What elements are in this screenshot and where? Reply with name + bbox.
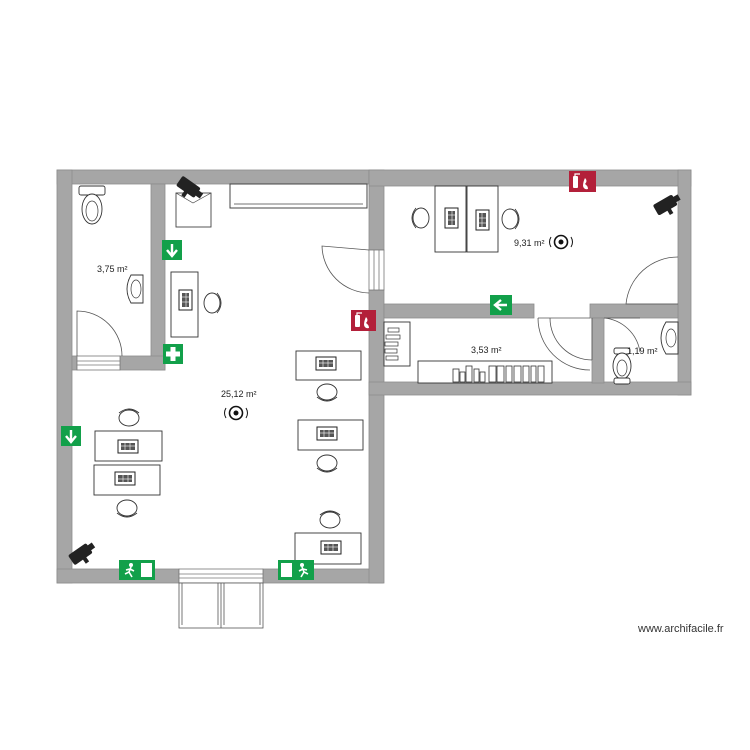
alarm-detector-icon — [548, 234, 574, 250]
chair-icon — [203, 292, 222, 314]
chair-icon — [319, 510, 341, 529]
chair-icon — [316, 454, 338, 473]
area-label-storage: 3,53 m² — [471, 345, 502, 355]
direction-arrow-icon — [490, 295, 512, 315]
area-label-wc-left: 3,75 m² — [97, 264, 128, 274]
chair-icon — [411, 207, 430, 229]
area-label-wc-right: 1,19 m² — [627, 346, 658, 356]
desk-with-laptop-icon — [94, 430, 163, 462]
area-label-office-right: 9,31 m² — [514, 238, 545, 248]
chair-icon — [118, 408, 140, 427]
radiator-icon — [229, 183, 368, 209]
toilet-icon — [78, 185, 106, 225]
desk-with-laptop-icon — [294, 532, 362, 565]
fire-extinguisher-icon — [351, 310, 376, 331]
chair-icon — [116, 499, 138, 518]
desk-with-laptop-icon — [466, 185, 499, 253]
sink-icon — [660, 321, 679, 355]
chair-icon — [316, 383, 338, 402]
bookshelf-icon — [417, 360, 553, 384]
alarm-detector-icon — [223, 405, 249, 421]
direction-arrow-icon — [160, 238, 184, 262]
desk-with-laptop-icon — [295, 350, 362, 381]
area-label-main: 25,12 m² — [221, 389, 257, 399]
desk-with-laptop-icon — [297, 419, 364, 451]
door-icon — [76, 245, 679, 629]
desk-with-laptop-icon — [434, 185, 467, 253]
camera-icon — [67, 540, 100, 570]
sink-icon — [126, 274, 144, 304]
walls — [56, 169, 692, 584]
bookshelf-icon — [383, 321, 411, 367]
first-aid-icon — [163, 344, 183, 364]
printer-icon — [175, 192, 212, 228]
direction-arrow-icon — [59, 424, 83, 448]
toilet-icon — [612, 347, 632, 385]
desk-with-laptop-icon — [93, 464, 161, 496]
fire-extinguisher-icon — [569, 171, 596, 192]
watermark-text: www.archifacile.fr — [637, 623, 724, 635]
exit-sign-icon — [278, 560, 314, 580]
desk-with-laptop-icon — [170, 271, 199, 338]
exit-sign-icon — [119, 560, 155, 580]
chair-icon — [501, 208, 520, 230]
